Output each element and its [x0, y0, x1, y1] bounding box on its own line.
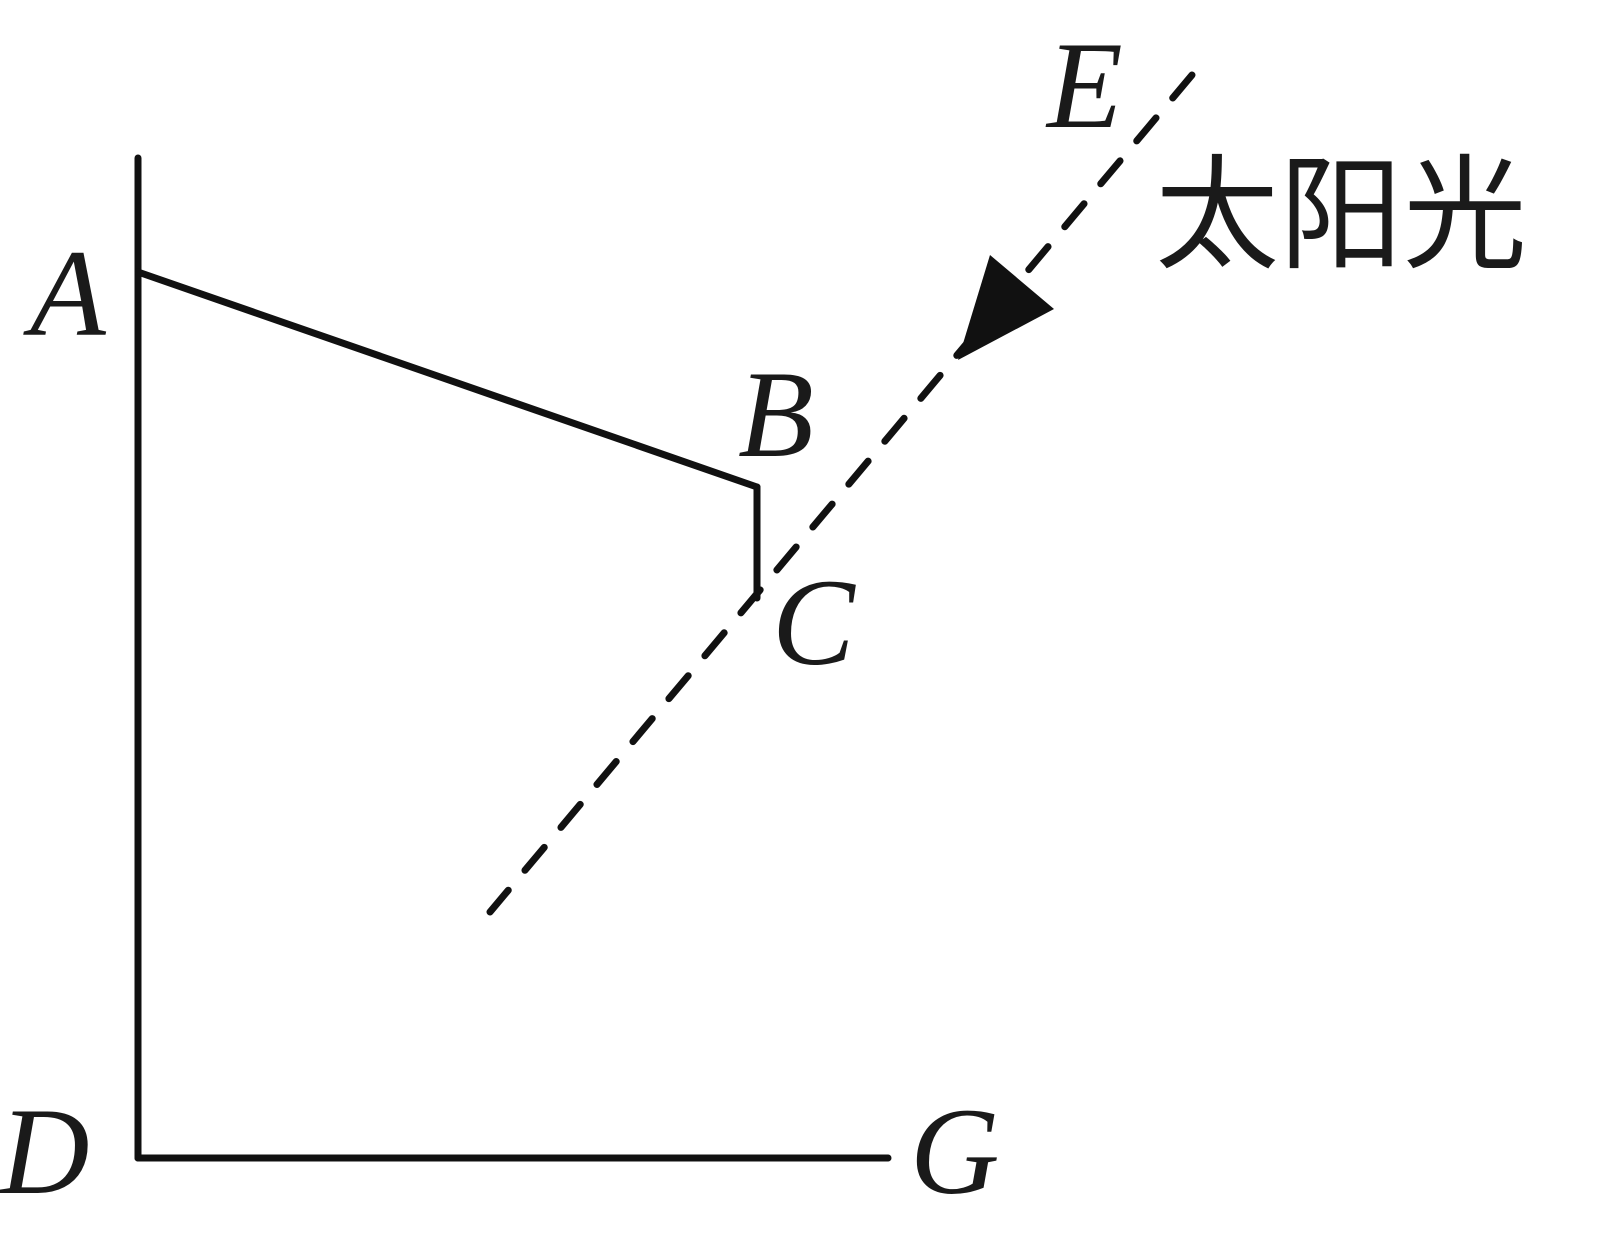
- roof-segment-ab: [134, 268, 761, 491]
- sunlight-ray: [486, 71, 1196, 916]
- sunlight-label: 太阳光: [1155, 144, 1527, 288]
- point-label-a: A: [23, 225, 107, 362]
- sunlight-arrow-head: [958, 255, 1054, 360]
- point-label-d: D: [0, 1083, 90, 1220]
- point-label-c: C: [772, 554, 856, 691]
- point-label-b: B: [738, 346, 814, 483]
- point-label-g: G: [910, 1083, 1000, 1220]
- point-label-e: E: [1045, 17, 1123, 154]
